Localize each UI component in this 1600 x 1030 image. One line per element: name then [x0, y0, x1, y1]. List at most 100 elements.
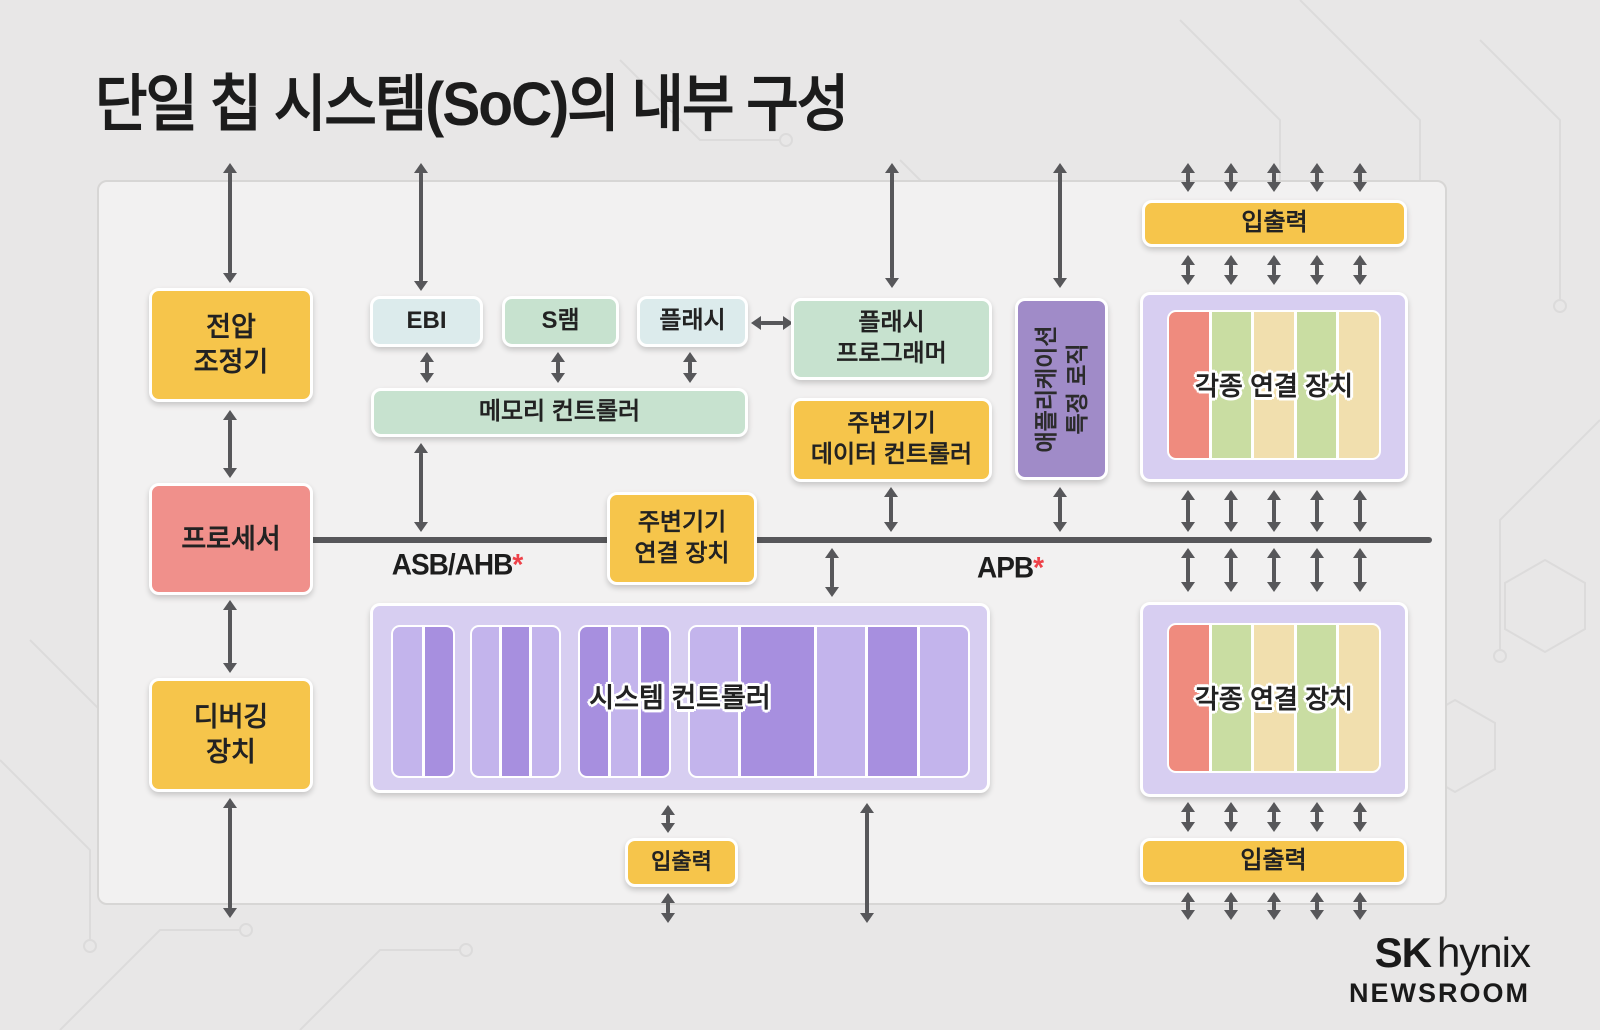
double-arrow-icon: [683, 352, 697, 383]
footnote-asterisk: *: [512, 548, 523, 581]
double-arrow-icon: [1310, 490, 1324, 532]
double-arrow-icon: [1310, 802, 1324, 832]
double-arrow-icon: [751, 316, 793, 330]
application-specific-logic-label: 애플리케이션 특정 로직: [1032, 325, 1090, 453]
block-flash-programmer: 플래시 프로그래머: [791, 298, 992, 380]
double-arrow-icon: [661, 805, 675, 833]
double-arrow-icon: [884, 487, 898, 532]
double-arrow-icon: [1353, 802, 1367, 832]
system-controller-subblock-group: [688, 625, 970, 778]
block-sram: S램: [502, 296, 619, 347]
bus-label-asb-ahb: ASB/AHB*: [391, 548, 523, 581]
block-memory-controller: 메모리 컨트롤러: [371, 388, 748, 437]
block-ebi: EBI: [370, 296, 483, 347]
double-arrow-icon: [661, 893, 675, 923]
double-arrow-icon: [1181, 163, 1195, 192]
double-arrow-icon: [825, 548, 839, 597]
block-system-controller: 시스템 컨트롤러: [370, 603, 990, 793]
block-io-bottom-right: 입출력: [1140, 838, 1407, 885]
block-peripheral-bridge: 주변기기 연결 장치: [607, 492, 757, 585]
double-arrow-icon: [1053, 163, 1067, 288]
double-arrow-icon: [1181, 548, 1195, 592]
subblock-stripe: [580, 627, 608, 776]
bus-label-apb: APB*: [976, 551, 1044, 584]
subblock-stripe: [393, 627, 422, 776]
subblock-stripe: [502, 627, 529, 776]
double-arrow-icon: [414, 163, 428, 291]
subblock-stripe: [1169, 312, 1209, 458]
block-peripheral-data-controller: 주변기기 데이터 컨트롤러: [791, 398, 992, 482]
double-arrow-icon: [1267, 163, 1281, 192]
double-arrow-icon: [1353, 892, 1367, 920]
double-arrow-icon: [1181, 892, 1195, 920]
subblock-stripe: [610, 627, 639, 776]
double-arrow-icon: [1181, 802, 1195, 832]
double-arrow-icon: [1353, 490, 1367, 532]
subblock-stripe: [868, 627, 917, 776]
double-arrow-icon: [1310, 548, 1324, 592]
double-arrow-icon: [1224, 255, 1238, 285]
double-arrow-icon: [1353, 548, 1367, 592]
system-bus-line: [310, 537, 1432, 543]
double-arrow-icon: [885, 163, 899, 288]
double-arrow-icon: [1224, 490, 1238, 532]
system-controller-label: 시스템 컨트롤러: [589, 682, 771, 713]
subblock-stripe: [919, 627, 968, 776]
system-controller-subblock-group: [470, 625, 561, 778]
connector-stripe-group: [1167, 623, 1381, 773]
block-debug-unit: 디버깅 장치: [149, 678, 313, 792]
double-arrow-icon: [1224, 548, 1238, 592]
double-arrow-icon: [1267, 255, 1281, 285]
block-application-specific-logic: 애플리케이션 특정 로직: [1015, 298, 1108, 480]
double-arrow-icon: [223, 798, 237, 918]
double-arrow-icon: [1181, 490, 1195, 532]
block-connectors-bottom: 각종 연결 장치: [1140, 602, 1408, 797]
double-arrow-icon: [1310, 892, 1324, 920]
double-arrow-icon: [860, 803, 874, 923]
double-arrow-icon: [1310, 255, 1324, 285]
block-processor: 프로세서: [149, 483, 313, 595]
double-arrow-icon: [1267, 802, 1281, 832]
footnote-asterisk: *: [1033, 551, 1044, 584]
subblock-stripe: [1296, 312, 1337, 458]
double-arrow-icon: [1267, 490, 1281, 532]
subblock-stripe: [1169, 625, 1209, 771]
block-io-bottom-left: 입출력: [625, 838, 738, 887]
double-arrow-icon: [420, 352, 434, 383]
subblock-stripe: [532, 627, 559, 776]
double-arrow-icon: [223, 163, 237, 283]
double-arrow-icon: [1053, 487, 1067, 532]
page-title: 단일 칩 시스템(SoC)의 내부 구성: [95, 70, 849, 140]
subblock-stripe: [1211, 312, 1252, 458]
subblock-stripe: [1296, 625, 1337, 771]
block-flash: 플래시: [637, 296, 748, 347]
double-arrow-icon: [1267, 548, 1281, 592]
connector-stripe-group: [1167, 310, 1381, 460]
subblock-stripe: [1339, 312, 1379, 458]
double-arrow-icon: [1181, 255, 1195, 285]
subblock-stripe: [1339, 625, 1379, 771]
double-arrow-icon: [1353, 255, 1367, 285]
double-arrow-icon: [223, 600, 237, 673]
system-controller-subblock-group: [391, 625, 455, 778]
subblock-stripe: [641, 627, 669, 776]
double-arrow-icon: [1267, 892, 1281, 920]
subblock-stripe: [424, 627, 453, 776]
connectors-bottom-label: 각종 연결 장치: [1195, 683, 1353, 714]
subblock-stripe: [741, 627, 814, 776]
double-arrow-icon: [1224, 802, 1238, 832]
connectors-top-label: 각종 연결 장치: [1195, 371, 1353, 402]
double-arrow-icon: [1224, 163, 1238, 192]
double-arrow-icon: [1310, 163, 1324, 192]
subblock-stripe: [1211, 625, 1252, 771]
block-connectors-top: 각종 연결 장치: [1140, 292, 1408, 482]
double-arrow-icon: [1224, 892, 1238, 920]
subblock-stripe: [1254, 312, 1294, 458]
double-arrow-icon: [223, 410, 237, 478]
brand-line-2: NEWSROOM: [1349, 978, 1530, 1008]
system-controller-subblock-group: [578, 625, 671, 778]
double-arrow-icon: [1353, 163, 1367, 192]
subblock-stripe: [1254, 625, 1294, 771]
